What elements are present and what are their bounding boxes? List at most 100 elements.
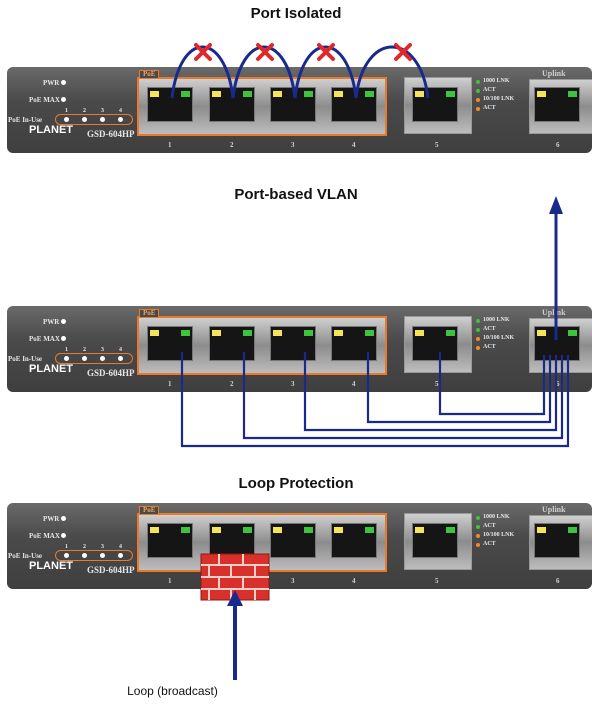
port-number-5: 5 (435, 380, 439, 388)
planet-logo: PLANET (29, 560, 73, 572)
loop-arrow-head-icon (227, 590, 243, 606)
poe-inuse-label: PoE In-Use (8, 355, 43, 363)
port-led-yellow-icon (273, 330, 282, 336)
port-led-yellow-icon (334, 527, 343, 533)
cross-icon-1 (194, 43, 212, 61)
inuse-led-icon-3 (100, 117, 105, 122)
port-led-yellow-icon (212, 91, 221, 97)
rj45-port-3 (270, 326, 316, 361)
port-number-6: 6 (556, 141, 560, 149)
inuse-number-4: 4 (119, 544, 122, 550)
arc-3-4 (293, 45, 358, 99)
inuse-number-1: 1 (65, 544, 68, 550)
legend-led-icon-2 (476, 525, 480, 529)
port-led-green-icon (568, 330, 577, 336)
rj45-port-6 (534, 523, 580, 558)
port-number-3: 3 (291, 380, 295, 388)
cross-icon-4 (394, 43, 412, 61)
port-led-green-icon (243, 527, 252, 533)
port-number-1: 1 (168, 141, 172, 149)
legend-led-icon-1 (476, 516, 480, 520)
port-number-5: 5 (435, 577, 439, 585)
model-label: GSD-604HP (87, 565, 135, 575)
legend-led-icon-3 (476, 534, 480, 538)
legend-led-icon-2 (476, 89, 480, 93)
inuse-led-icon-4 (118, 356, 123, 361)
inuse-number-1: 1 (65, 347, 68, 353)
poe-inuse-label: PoE In-Use (8, 116, 43, 124)
port-led-yellow-icon (537, 527, 546, 533)
vlan-lines (180, 352, 570, 448)
port-led-yellow-icon (150, 91, 159, 97)
pwr-led-icon (61, 319, 66, 324)
port-led-green-icon (304, 527, 313, 533)
poe-inuse-label: PoE In-Use (8, 552, 43, 560)
port-led-green-icon (304, 91, 313, 97)
port-number-4: 4 (352, 380, 356, 388)
port-led-green-icon (446, 91, 455, 97)
rj45-port-1 (147, 87, 193, 122)
title-port-isolated: Port Isolated (250, 5, 342, 22)
inuse-led-icon-3 (100, 553, 105, 558)
port-led-yellow-icon (415, 91, 424, 97)
rj45-port-1 (147, 326, 193, 361)
legend-text-3: 10/100 LNK (483, 96, 515, 102)
legend-text-2: ACT (483, 326, 496, 332)
inuse-number-3: 3 (101, 544, 104, 550)
poe-max-led-icon (61, 336, 66, 341)
poe-max-led-icon (61, 97, 66, 102)
vlan-line-port4 (366, 352, 552, 424)
port-led-yellow-icon (273, 91, 282, 97)
pwr-label: PWR (43, 318, 60, 326)
inuse-number-4: 4 (119, 347, 122, 353)
poe-inuse-box (55, 353, 133, 364)
port-led-green-icon (446, 527, 455, 533)
port-led-yellow-icon (334, 91, 343, 97)
port-led-green-icon (446, 330, 455, 336)
inuse-number-3: 3 (101, 347, 104, 353)
legend-text-4: ACT (483, 541, 496, 547)
inuse-number-2: 2 (83, 108, 86, 114)
port-led-green-icon (365, 330, 374, 336)
pwr-led-icon (61, 80, 66, 85)
title-loop-protection: Loop Protection (238, 475, 354, 492)
legend-text-4: ACT (483, 105, 496, 111)
legend-text-4: ACT (483, 344, 496, 350)
legend-text-3: 10/100 LNK (483, 335, 515, 341)
inuse-number-2: 2 (83, 544, 86, 550)
poe-tag: PoE (139, 506, 160, 515)
poe-inuse-box (55, 114, 133, 125)
inuse-number-1: 1 (65, 108, 68, 114)
poe-tag: PoE (139, 70, 160, 79)
arc-4-5 (354, 45, 430, 99)
rj45-port-5 (412, 87, 458, 122)
port-led-green-icon (181, 527, 190, 533)
model-label: GSD-604HP (87, 368, 135, 378)
port-number-1: 1 (168, 577, 172, 585)
port-led-green-icon (365, 91, 374, 97)
port-led-yellow-icon (415, 527, 424, 533)
legend-led-icon-4 (476, 543, 480, 547)
port-led-green-icon (243, 91, 252, 97)
pwr-led-icon (61, 516, 66, 521)
port-number-3: 3 (291, 577, 295, 585)
inuse-number-3: 3 (101, 108, 104, 114)
port-led-green-icon (365, 527, 374, 533)
inuse-led-icon-4 (118, 117, 123, 122)
port-led-yellow-icon (212, 330, 221, 336)
rj45-port-4 (331, 326, 377, 361)
port-number-2: 2 (230, 380, 234, 388)
uplink-label: Uplink (542, 505, 566, 514)
legend-led-icon-4 (476, 107, 480, 111)
port-number-1: 1 (168, 380, 172, 388)
port-led-yellow-icon (212, 527, 221, 533)
poe-max-label: PoE MAX (29, 96, 60, 104)
legend-text-2: ACT (483, 523, 496, 529)
port-led-yellow-icon (334, 330, 343, 336)
arc-1-2 (170, 45, 235, 99)
port-number-3: 3 (291, 141, 295, 149)
poe-max-led-icon (61, 533, 66, 538)
vlan-line-port2 (242, 352, 564, 440)
